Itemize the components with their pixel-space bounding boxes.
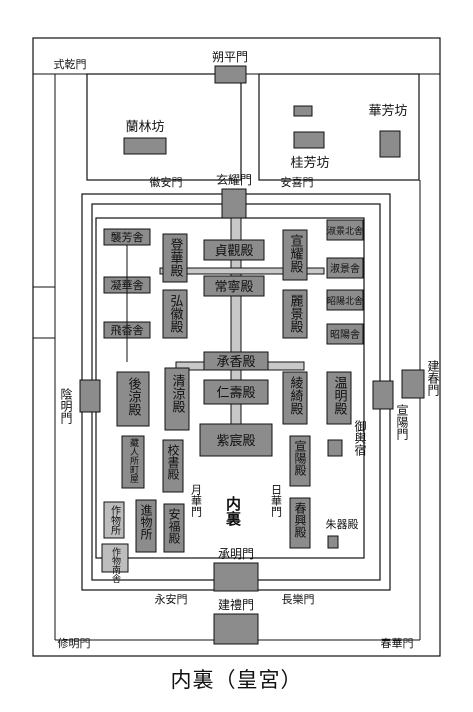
shuho-label: 襲芳舎 bbox=[111, 230, 144, 244]
shigei-kita-block bbox=[326, 219, 364, 241]
shunka-gate-label: 春華門 bbox=[381, 637, 414, 650]
senyo-gate-block bbox=[372, 380, 394, 410]
shigei-block bbox=[326, 257, 364, 279]
senyoden-label: 宣耀殿 bbox=[288, 233, 304, 273]
shunko-block bbox=[289, 497, 311, 549]
kurodo-label: 藏人所町屋 bbox=[128, 437, 139, 484]
shishin-label: 紫宸殿 bbox=[216, 433, 255, 449]
anki-gate-label: 安喜門 bbox=[281, 175, 314, 189]
eian-gate-label: 永安門 bbox=[155, 592, 188, 606]
senyo-gate-label: 宣陽門 bbox=[395, 403, 409, 440]
gyoku-label: 御輿宿 bbox=[353, 419, 367, 456]
kyosho-label: 校書殿 bbox=[166, 443, 180, 480]
sakumotsu-block bbox=[103, 501, 125, 539]
korya-label: 後涼殿 bbox=[126, 377, 142, 416]
jonei-block bbox=[203, 275, 265, 297]
jokyo-label: 承香殿 bbox=[216, 355, 255, 370]
kenrei-gate-label: 建禮門 bbox=[218, 598, 254, 612]
toka-block bbox=[162, 233, 188, 283]
shoyo-kita-label: 昭陽北舎 bbox=[327, 296, 363, 307]
outer-wall bbox=[32, 37, 441, 657]
shomei-gate-label: 承明門 bbox=[218, 547, 254, 561]
shoyo-block bbox=[326, 323, 364, 345]
shigei-kita-label: 淑景北舎 bbox=[327, 225, 363, 237]
anpuku-label: 安福殿 bbox=[167, 507, 181, 544]
diagram-caption: 内裏（皇宮） bbox=[170, 668, 303, 692]
ranrin-label: 蘭林坊 bbox=[125, 119, 164, 135]
keiho-block-top bbox=[293, 105, 313, 117]
gyoka-label: 凝華舎 bbox=[111, 278, 144, 292]
seiryo-label: 清涼殿 bbox=[170, 374, 186, 413]
jonei-label: 常寧殿 bbox=[214, 279, 253, 295]
unmei-label: 温明殿 bbox=[332, 376, 348, 415]
jinju-label: 仁壽殿 bbox=[216, 386, 255, 401]
shinmotsu-block bbox=[135, 499, 157, 553]
inmei-gate-label: 陰明門 bbox=[59, 388, 73, 424]
genki-gate-label: 玄耀門 bbox=[216, 172, 252, 187]
hikyo-label: 飛香舎 bbox=[111, 324, 144, 337]
kenshun-gate-block bbox=[401, 369, 425, 399]
keiho-label: 桂芳坊 bbox=[290, 156, 329, 171]
northern-compound-right bbox=[258, 73, 420, 181]
reikei-label: 麗景殿 bbox=[288, 294, 304, 333]
inmei-gate-block bbox=[79, 379, 101, 413]
kaho-label: 華芳坊 bbox=[368, 104, 407, 119]
shigei-label: 淑景舎 bbox=[330, 262, 360, 275]
genki-gate-block bbox=[221, 188, 247, 219]
dairi-label: 内裏 bbox=[224, 495, 242, 527]
unmei-block bbox=[326, 371, 352, 425]
toka-label: 登華殿 bbox=[168, 238, 184, 277]
shunko-label: 春興殿 bbox=[293, 502, 307, 538]
koki-block bbox=[162, 289, 188, 339]
shoyo-kita-block bbox=[326, 289, 364, 311]
jogan-block bbox=[203, 239, 265, 261]
sokiden-label: 朱器殿 bbox=[326, 518, 359, 531]
corridor-north bbox=[159, 267, 325, 275]
kyosho-block bbox=[162, 439, 184, 493]
senyo-den-block bbox=[289, 435, 311, 487]
sakumotsu-minami-label: 作物南舎 bbox=[110, 546, 121, 584]
senyoden-block bbox=[282, 229, 308, 281]
gekka-gate-label: 月華門 bbox=[190, 484, 203, 518]
sokiden-block bbox=[327, 535, 339, 549]
korya-block bbox=[116, 371, 150, 427]
reikei-block bbox=[282, 289, 308, 339]
sakuhei-gate-label: 朔平門 bbox=[212, 49, 248, 64]
kaho-block bbox=[379, 130, 401, 158]
nikka-gate-label: 日華門 bbox=[270, 484, 283, 518]
jogan-label: 貞觀殿 bbox=[214, 244, 253, 259]
keiho-block-bottom bbox=[293, 131, 325, 149]
shumei-gate-label: 修明門 bbox=[58, 636, 91, 650]
ranrin-block bbox=[123, 137, 167, 155]
gyoku-block bbox=[327, 439, 343, 457]
shomei-gate-block bbox=[213, 562, 259, 592]
ryoki-label: 綾綺殿 bbox=[288, 375, 304, 415]
shishin-block bbox=[199, 423, 273, 457]
sakuhei-gate-block bbox=[214, 65, 247, 84]
sakumotsu-label: 作物所 bbox=[109, 505, 121, 536]
sakumotsu-minami-block bbox=[101, 543, 129, 573]
jinju-block bbox=[203, 379, 269, 405]
kian-gate-label: 徽安門 bbox=[150, 175, 183, 189]
shoyo-label: 昭陽舎 bbox=[330, 329, 360, 341]
choraku-gate-label: 長樂門 bbox=[282, 592, 315, 606]
anpuku-block bbox=[163, 503, 185, 553]
kenrei-gate-block bbox=[213, 613, 259, 645]
seiryo-block bbox=[164, 367, 190, 431]
shinmotsu-label: 進物所 bbox=[139, 504, 153, 540]
jokyo-block bbox=[203, 351, 269, 371]
kurodo-block bbox=[121, 435, 145, 489]
shikiken-gate-label: 式乾門 bbox=[54, 58, 87, 71]
kenshun-gate-label: 建春門 bbox=[426, 360, 440, 396]
senyo-den-label: 宣陽殿 bbox=[293, 439, 307, 476]
koki-label: 弘徽殿 bbox=[168, 294, 184, 333]
ryoki-block bbox=[282, 371, 308, 425]
